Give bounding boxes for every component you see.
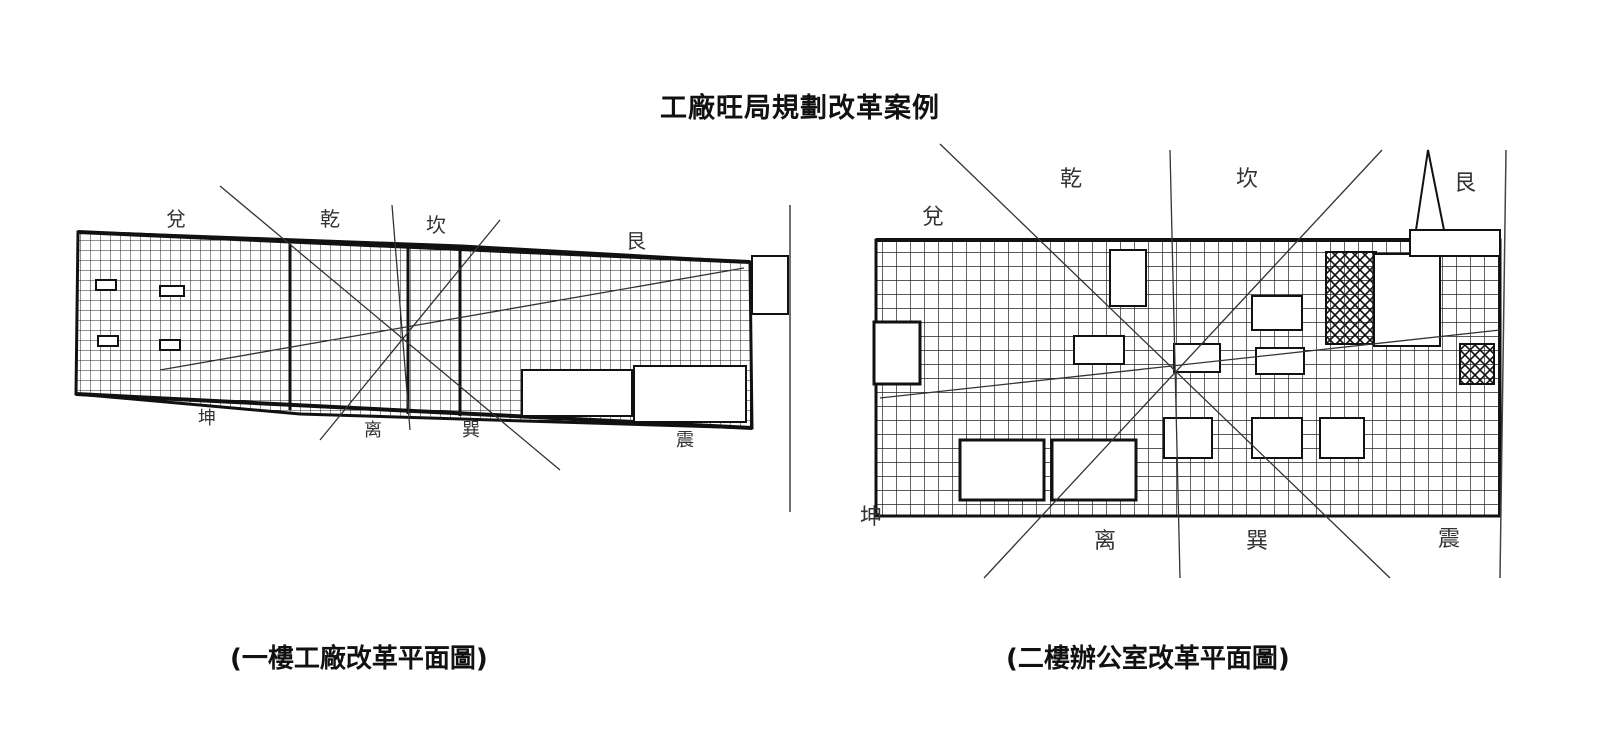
p1-label-qian: 乾	[320, 207, 340, 231]
second-floor-caption: (二樓辦公室改革平面圖)	[1006, 644, 1290, 674]
p1-label-xun: 巽	[462, 420, 480, 441]
p2-label-dui: 兌	[922, 205, 944, 230]
first-floor-caption: (一樓工廠改革平面圖)	[230, 644, 488, 674]
p1-label-zhen: 震	[676, 430, 694, 451]
p2-label-kan: 坎	[1236, 167, 1258, 192]
p1-label-gen: 艮	[626, 229, 646, 253]
p1-label-dui: 兌	[166, 207, 186, 231]
p2-label-kun: 坤	[860, 505, 882, 530]
p2-label-gen: 艮	[1454, 171, 1476, 196]
first-floor-grid	[74, 185, 791, 512]
p1-label-li: 离	[364, 420, 382, 441]
p1-label-kan: 坎	[426, 213, 446, 237]
p2-label-qian: 乾	[1060, 167, 1082, 192]
page-title: 工廠旺局規劃改革案例	[660, 93, 940, 124]
p2-label-li: 离	[1094, 529, 1116, 554]
p1-label-kun: 坤	[198, 408, 216, 429]
p2-label-xun: 巽	[1246, 529, 1268, 554]
p2-label-zhen: 震	[1438, 527, 1460, 552]
second-floor-grid	[872, 143, 1507, 579]
